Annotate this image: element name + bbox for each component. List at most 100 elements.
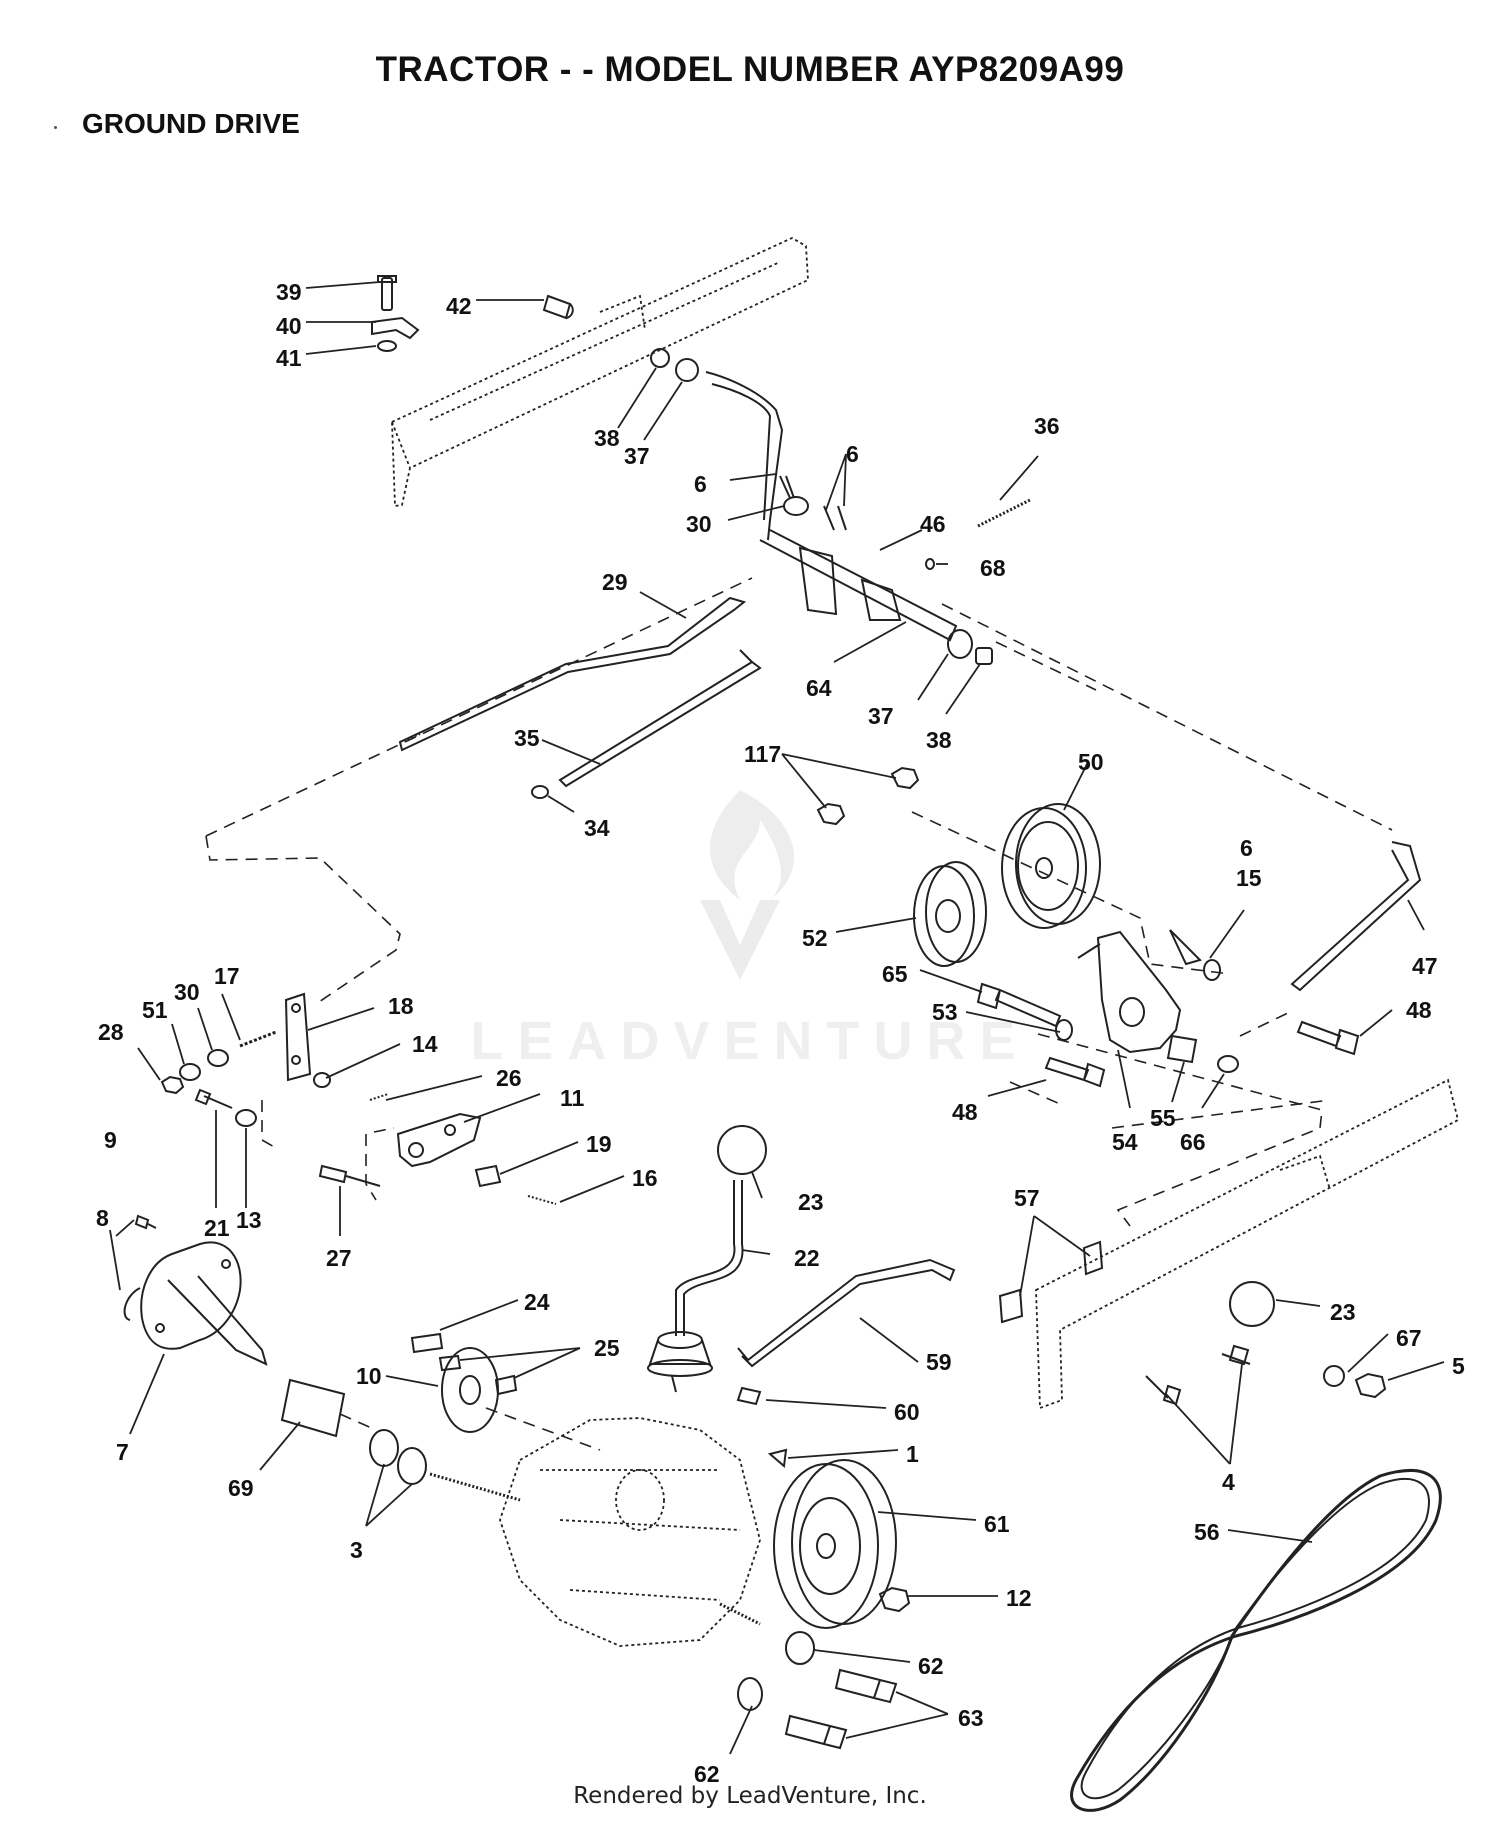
nut-5	[1354, 1372, 1387, 1399]
bolt-16	[527, 1195, 557, 1205]
screw-9	[134, 1214, 157, 1230]
bushing-19	[474, 1164, 502, 1188]
callout-60: 60	[894, 1399, 920, 1425]
bracket-18	[284, 992, 312, 1082]
lower-frame-rail	[1035, 1078, 1460, 1410]
callout-13: 13	[236, 1207, 262, 1233]
clip-60	[736, 1386, 762, 1406]
page-title: TRACTOR - - MODEL NUMBER AYP8209A99	[375, 50, 1125, 89]
callout-37: 37	[624, 443, 650, 469]
callout-4: 4	[1222, 1469, 1235, 1495]
callout-16: 16	[632, 1165, 658, 1191]
lever-shaft	[705, 371, 958, 642]
bolt-21	[194, 1088, 233, 1109]
washer-67	[1323, 1365, 1345, 1387]
bolt-48a	[1296, 1020, 1360, 1056]
callout-47: 47	[1412, 953, 1438, 979]
bushing-42	[542, 294, 574, 320]
callout-50: 50	[1078, 749, 1104, 775]
bolt-63a	[834, 1668, 898, 1704]
washer-51	[179, 1063, 201, 1081]
callout-54: 54	[1112, 1129, 1138, 1155]
watermark: LEADVENTURE	[470, 1011, 1030, 1071]
callout-57: 57	[1014, 1185, 1040, 1211]
callout-38: 38	[594, 425, 620, 451]
callout-23: 23	[1330, 1299, 1356, 1325]
callout-8: 8	[96, 1205, 109, 1231]
nut-12	[878, 1586, 911, 1613]
callout-27: 27	[326, 1245, 352, 1271]
link-11	[396, 1112, 482, 1168]
callout-55: 55	[1150, 1105, 1176, 1131]
rod-29	[398, 596, 747, 752]
bolt-4b	[1145, 1375, 1182, 1406]
callout-26: 26	[496, 1065, 522, 1091]
spring-17	[239, 1030, 277, 1048]
callout-40: 40	[276, 313, 302, 339]
shifter-boot	[647, 1331, 713, 1393]
callout-1: 1	[906, 1441, 919, 1467]
washer-62a	[785, 1631, 815, 1665]
disc-10	[441, 1347, 499, 1433]
nut-38-mid	[975, 647, 993, 665]
callout-14: 14	[412, 1031, 438, 1057]
callout-59: 59	[926, 1349, 952, 1375]
callout-19: 19	[586, 1131, 612, 1157]
reference-lines	[205, 577, 1393, 1451]
callout-61: 61	[984, 1511, 1010, 1537]
callout-30: 30	[174, 979, 200, 1005]
spring-26	[369, 1093, 389, 1101]
section-title: GROUND DRIVE	[82, 108, 300, 139]
bolt-4a	[1221, 1344, 1251, 1366]
callout-18: 18	[388, 993, 414, 1019]
bushing-69	[280, 1378, 346, 1438]
spring-36	[977, 498, 1031, 528]
callout-63: 63	[958, 1705, 984, 1731]
leader-lines	[109, 281, 1445, 1755]
watermark-logo	[700, 790, 794, 980]
nut-28	[160, 1075, 185, 1095]
clip-6b	[823, 505, 847, 531]
washer-13	[235, 1109, 257, 1127]
callout-35: 35	[514, 725, 540, 751]
rod-29-thread	[399, 733, 421, 743]
nut-117a	[890, 766, 920, 790]
callout-24: 24	[524, 1289, 550, 1315]
callout-51: 51	[142, 997, 168, 1023]
bolt-63b	[784, 1714, 848, 1750]
bracket-57	[998, 1240, 1104, 1324]
callout-10: 10	[356, 1363, 382, 1389]
callout-30: 30	[686, 511, 712, 537]
key-25a	[438, 1354, 462, 1372]
key-25b	[494, 1374, 518, 1396]
pulley-50	[1001, 803, 1101, 929]
bolt-65	[976, 982, 1062, 1028]
stray-mark	[54, 126, 57, 129]
callout-67: 67	[1396, 1325, 1422, 1351]
callout-69: 69	[228, 1475, 254, 1501]
callout-6: 6	[846, 441, 859, 467]
hub-7	[140, 1241, 268, 1366]
axle-left-spline	[429, 1472, 521, 1502]
callout-22: 22	[794, 1245, 820, 1271]
rod-35	[558, 649, 762, 788]
callout-38: 38	[926, 727, 952, 753]
callout-23: 23	[798, 1189, 824, 1215]
callout-15: 15	[1236, 865, 1262, 891]
bolt-27	[318, 1164, 381, 1187]
rod-47	[1290, 841, 1422, 992]
key-1	[767, 1448, 788, 1468]
callout-6: 6	[1240, 835, 1253, 861]
upper-frame-rail	[391, 236, 809, 508]
callout-9: 9	[104, 1127, 117, 1153]
washer-37-top	[675, 358, 699, 382]
washer-3b	[397, 1447, 427, 1485]
callout-42: 42	[446, 293, 472, 319]
footer-credit: Rendered by LeadVenture, Inc.	[573, 1783, 927, 1809]
nut-117b	[816, 802, 846, 826]
washer-37-mid	[947, 629, 973, 659]
callout-68: 68	[980, 555, 1006, 581]
transaxle	[499, 1417, 761, 1647]
callout-66: 66	[1180, 1129, 1206, 1155]
washer-15	[1203, 959, 1221, 981]
